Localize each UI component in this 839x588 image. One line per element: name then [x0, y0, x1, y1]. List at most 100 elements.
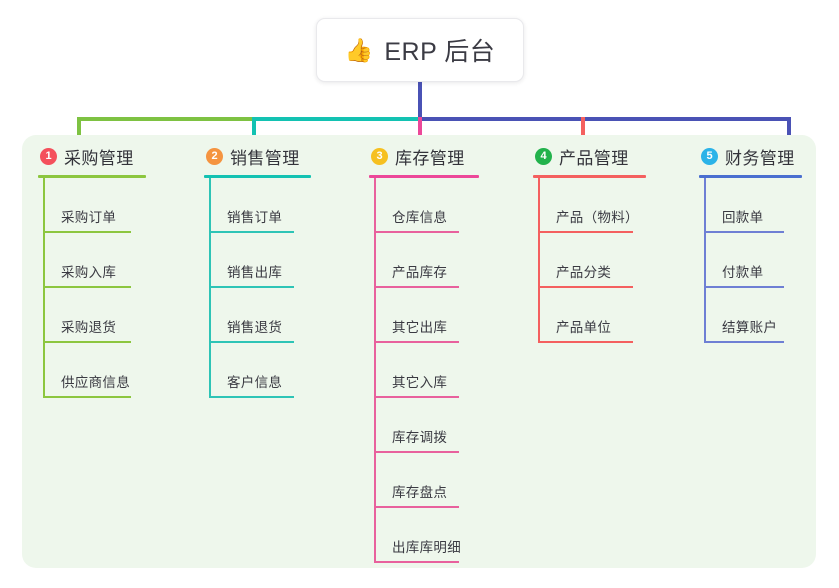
branch-item-label: 产品（物料） — [556, 210, 639, 225]
branch-item-rule — [704, 286, 784, 288]
branch-header-1[interactable]: 1 采购管理 — [38, 143, 150, 169]
branch-item-rule — [374, 396, 459, 398]
branch-spine — [538, 178, 540, 343]
branch-item-label: 产品库存 — [392, 265, 448, 280]
root-node-content: 👍 ERP 后台 — [345, 32, 496, 68]
branch-items: 销售订单销售出库销售退货客户信息 — [209, 178, 314, 398]
branch-number-badge: 2 — [206, 147, 223, 165]
branch-number-badge: 3 — [371, 147, 388, 165]
branch-items: 产品（物料） 产品分类产品单位 — [538, 178, 643, 343]
branch-header-rule — [369, 175, 479, 178]
branch-item[interactable]: 产品单位 — [538, 288, 643, 343]
branch-item-rule — [209, 341, 294, 343]
branch-item[interactable]: 供应商信息 — [43, 343, 150, 398]
branch-item-rule — [374, 231, 459, 233]
branch-item-label: 其它入库 — [392, 375, 448, 390]
branch-header-rule — [699, 175, 802, 178]
branch-item-rule — [209, 231, 294, 233]
branch-spine — [209, 178, 211, 398]
branch-number-badge: 5 — [701, 147, 718, 165]
branch-item[interactable]: 结算账户 — [704, 288, 799, 343]
branch-item-label: 采购入库 — [61, 265, 117, 280]
branch-item[interactable]: 其它出库 — [374, 288, 481, 343]
branch-item[interactable]: 产品库存 — [374, 233, 481, 288]
branch-item-rule — [374, 286, 459, 288]
branch-item[interactable]: 销售订单 — [209, 178, 314, 233]
branch-spine — [43, 178, 45, 398]
branch-item-rule — [209, 396, 294, 398]
branch-item[interactable]: 回款单 — [704, 178, 799, 233]
branch-column-1: 1 采购管理采购订单采购入库采购退货供应商信息 — [38, 143, 150, 398]
branch-item-label: 采购退货 — [61, 320, 117, 335]
branch-header-rule — [204, 175, 311, 178]
branch-item[interactable]: 其它入库 — [374, 343, 481, 398]
branch-item-rule — [43, 396, 131, 398]
branch-item-label: 产品单位 — [556, 320, 612, 335]
branch-item-rule — [538, 231, 633, 233]
branch-item-label: 其它出库 — [392, 320, 448, 335]
branch-item-rule — [43, 286, 131, 288]
branch-item-rule — [704, 231, 784, 233]
branch-item-label: 付款单 — [722, 265, 764, 280]
branch-header-rule — [533, 175, 646, 178]
branch-item[interactable]: 出库库明细 — [374, 508, 481, 563]
branch-item-label: 客户信息 — [227, 375, 283, 390]
branch-item-label: 销售订单 — [227, 210, 283, 225]
branch-item[interactable]: 库存调拨 — [374, 398, 481, 453]
branch-item-label: 库存盘点 — [392, 485, 448, 500]
branch-title: 销售管理 — [230, 148, 300, 168]
branch-item[interactable]: 客户信息 — [209, 343, 314, 398]
root-title: ERP 后台 — [384, 38, 496, 66]
branch-header-2[interactable]: 2 销售管理 — [204, 143, 314, 169]
branch-item[interactable]: 销售退货 — [209, 288, 314, 343]
branch-item-rule — [374, 561, 459, 563]
branch-item-rule — [209, 286, 294, 288]
branch-number-badge: 4 — [535, 147, 552, 165]
branch-item[interactable]: 销售出库 — [209, 233, 314, 288]
branch-item-label: 采购订单 — [61, 210, 117, 225]
branch-item-label: 库存调拨 — [392, 430, 448, 445]
branch-item[interactable]: 付款单 — [704, 233, 799, 288]
branch-item-rule — [374, 341, 459, 343]
branch-column-2: 2 销售管理销售订单销售出库销售退货客户信息 — [204, 143, 314, 398]
branch-items: 回款单付款单结算账户 — [704, 178, 799, 343]
branch-item-rule — [374, 506, 459, 508]
branch-item[interactable]: 采购订单 — [43, 178, 150, 233]
branch-item[interactable]: 库存盘点 — [374, 453, 481, 508]
branch-title: 库存管理 — [395, 148, 465, 168]
branch-item-rule — [704, 341, 784, 343]
branch-item-label: 供应商信息 — [61, 375, 130, 390]
branch-item-label: 回款单 — [722, 210, 764, 225]
branch-header-3[interactable]: 3 库存管理 — [369, 143, 481, 169]
branch-item-rule — [538, 341, 633, 343]
branch-column-3: 3 库存管理仓库信息产品库存其它出库其它入库库存调拨库存盘点出库库明细 — [369, 143, 481, 563]
branch-items: 采购订单采购入库采购退货供应商信息 — [43, 178, 150, 398]
branch-spine — [374, 178, 376, 563]
branch-title: 财务管理 — [725, 148, 795, 168]
branch-item-label: 出库库明细 — [392, 540, 461, 555]
branch-item-label: 产品分类 — [556, 265, 612, 280]
branch-item-label: 销售退货 — [227, 320, 283, 335]
branch-item-label: 仓库信息 — [392, 210, 448, 225]
thumbs-up-icon: 👍 — [344, 36, 374, 63]
branch-title: 采购管理 — [64, 148, 134, 168]
branch-items: 仓库信息产品库存其它出库其它入库库存调拨库存盘点出库库明细 — [374, 178, 481, 563]
branch-item-rule — [43, 231, 131, 233]
branch-item[interactable]: 采购退货 — [43, 288, 150, 343]
branch-item-label: 结算账户 — [722, 320, 778, 335]
branch-item[interactable]: 产品分类 — [538, 233, 643, 288]
branch-header-5[interactable]: 5 财务管理 — [699, 143, 799, 169]
branch-column-5: 5 财务管理回款单付款单结算账户 — [699, 143, 802, 343]
branch-item[interactable]: 产品（物料） — [538, 178, 643, 233]
branch-item[interactable]: 采购入库 — [43, 233, 150, 288]
branch-item[interactable]: 仓库信息 — [374, 178, 481, 233]
branch-item-rule — [538, 286, 633, 288]
branch-spine — [704, 178, 706, 343]
branch-number-badge: 1 — [40, 147, 57, 165]
root-node[interactable]: 👍 ERP 后台 — [316, 18, 524, 82]
branch-item-label: 销售出库 — [227, 265, 283, 280]
branch-header-rule — [38, 175, 146, 178]
